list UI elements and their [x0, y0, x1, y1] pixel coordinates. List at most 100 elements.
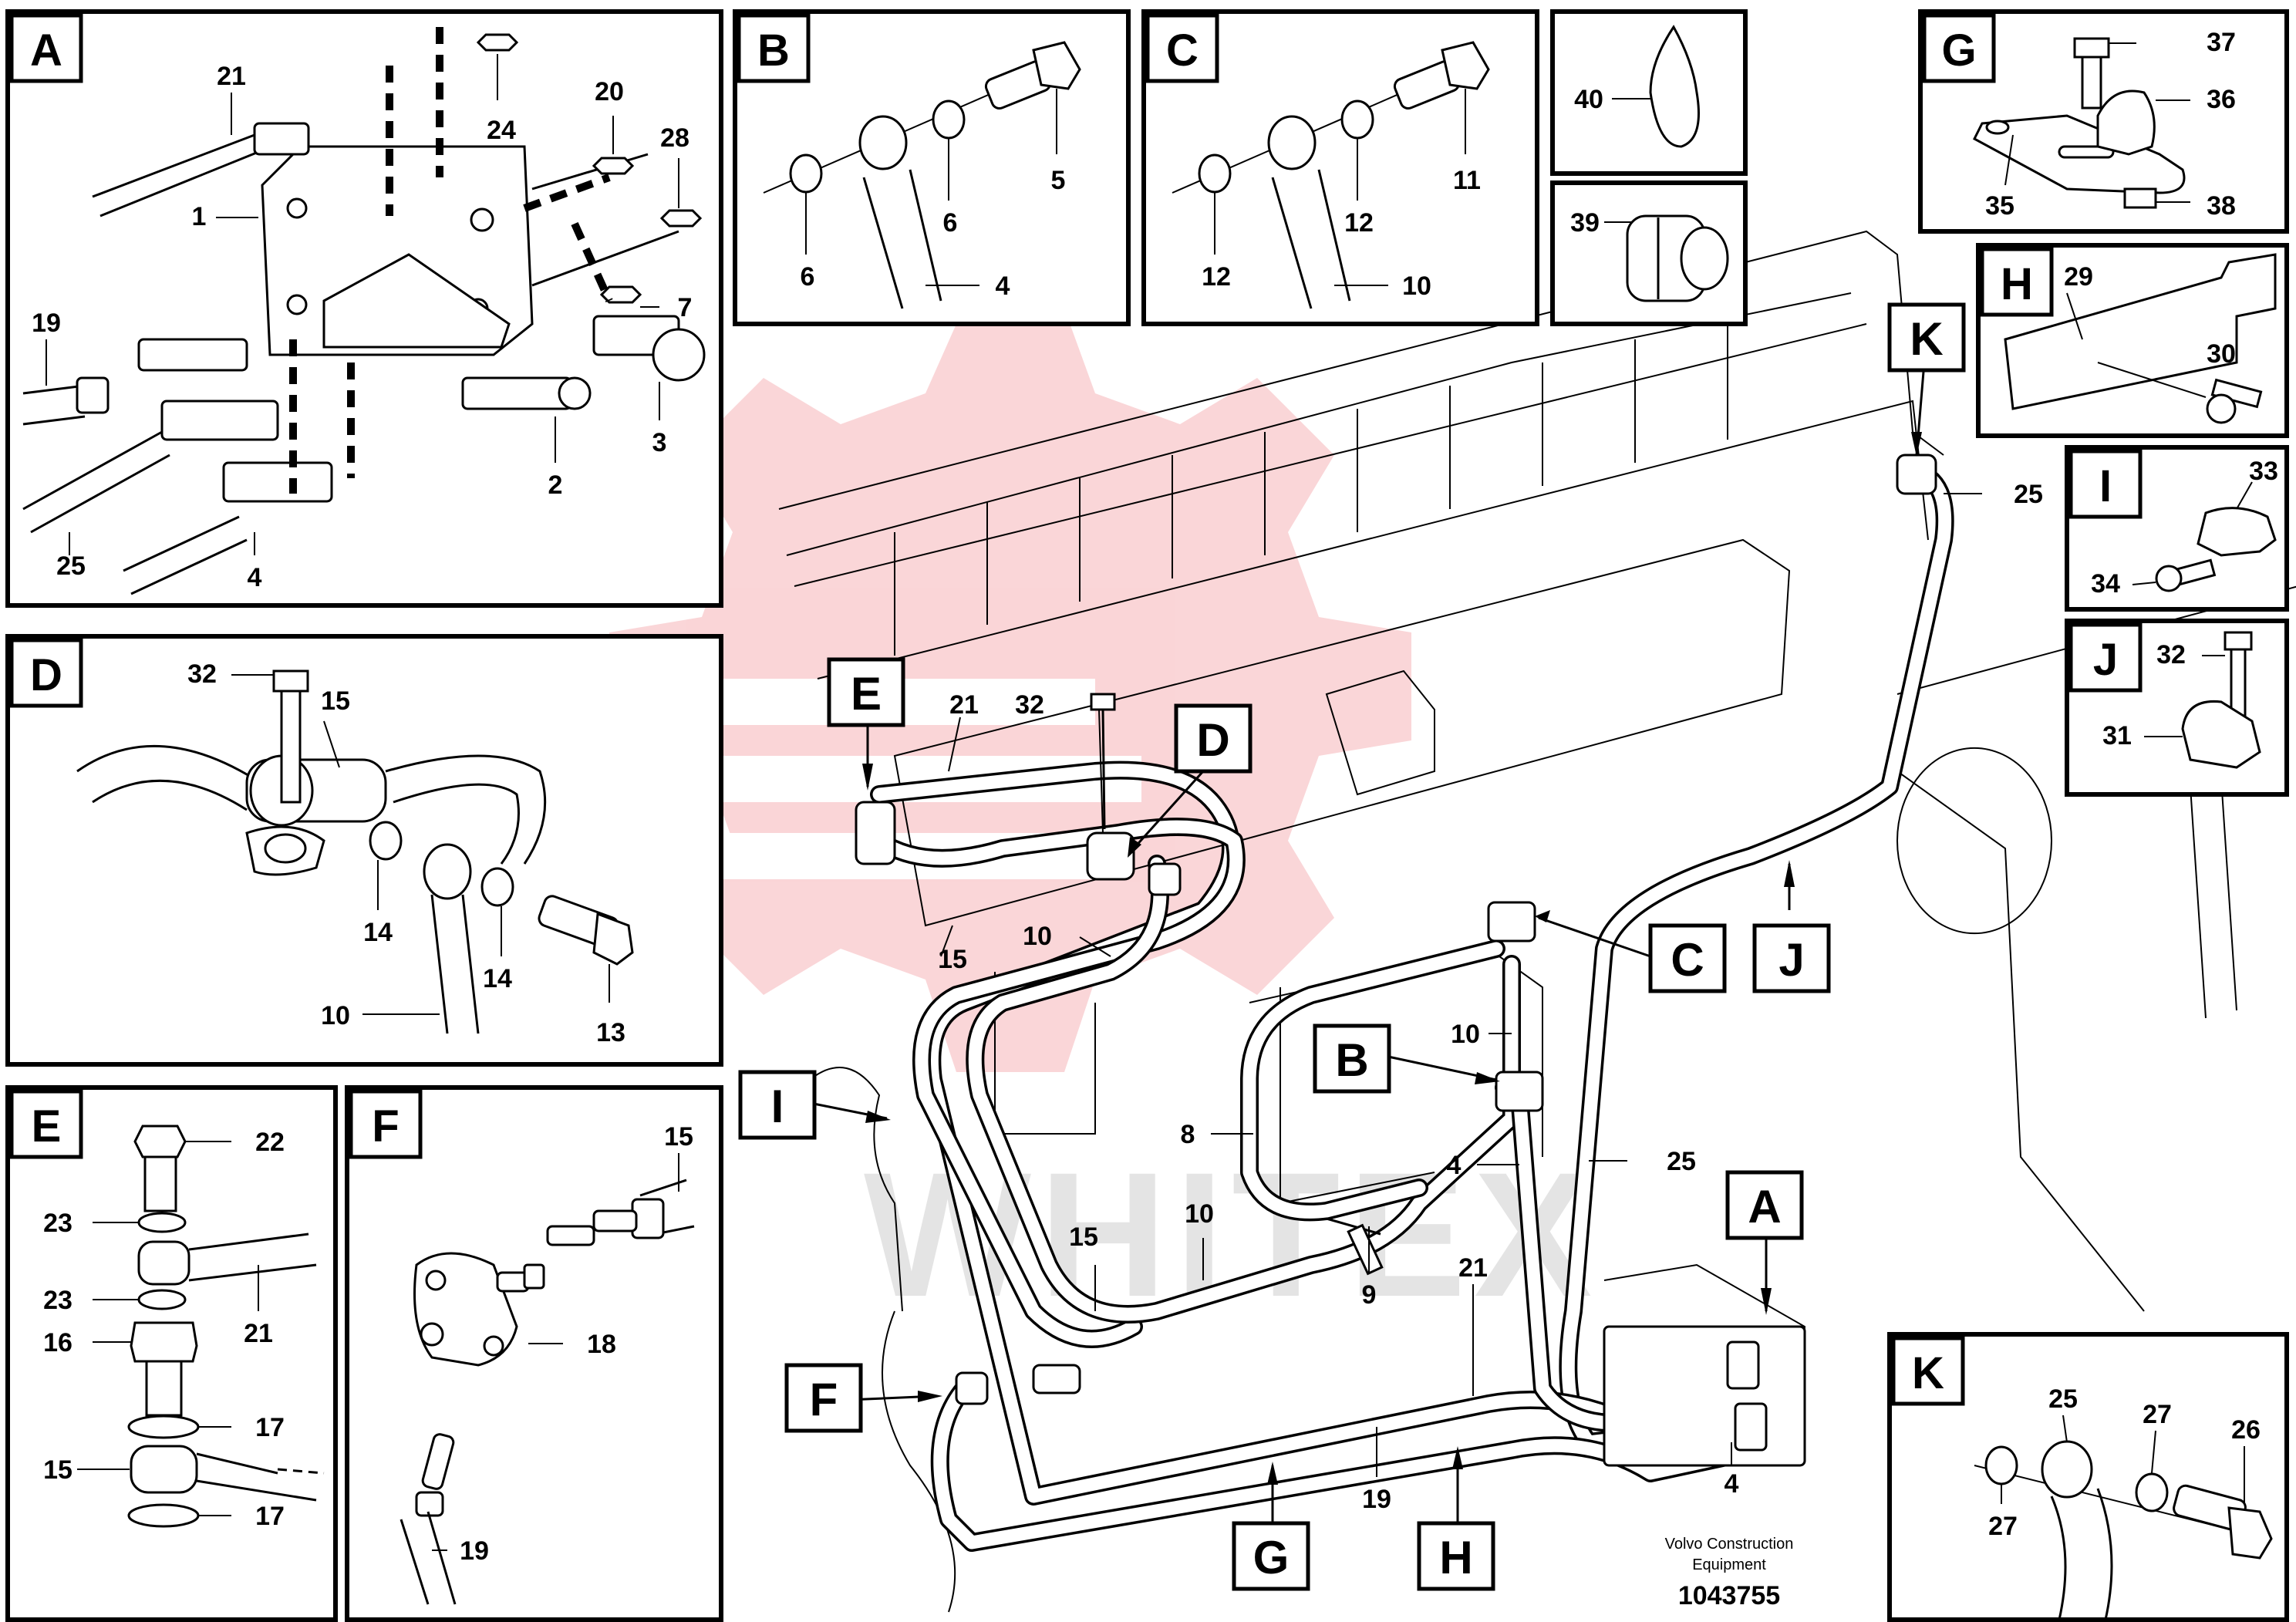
part-number-label: 31	[2102, 721, 2132, 750]
callout-A: A	[1748, 1181, 1781, 1233]
panel-H: H 29 30	[1976, 243, 2289, 438]
part-number-label: 10	[321, 1001, 350, 1030]
part-number-label: 28	[660, 123, 689, 153]
part-number-label: 25	[2014, 480, 2043, 509]
callout-H: H	[1439, 1532, 1472, 1583]
callout-K: K	[1910, 313, 1943, 365]
part-number-label: 13	[596, 1018, 625, 1047]
part-number-label: 37	[2207, 28, 2236, 57]
part-number-label: 21	[1458, 1253, 1488, 1283]
panel-A-letter: A	[30, 25, 62, 76]
panel-D-letter: D	[30, 650, 62, 700]
panel-C: C 11 12 12 10	[1141, 9, 1539, 326]
part-number-label: 17	[255, 1413, 285, 1442]
part-number-label: 21	[244, 1319, 273, 1348]
panel-G: G 37 36 35 38	[1918, 9, 2289, 234]
part-number-label: 32	[2156, 640, 2186, 669]
part-number-label: 32	[187, 659, 217, 689]
part-number-label: 29	[2064, 262, 2093, 292]
part-number-label: 35	[1985, 191, 2014, 221]
panel-cable-tie: 40	[1550, 9, 1748, 176]
part-number-label: 27	[2143, 1400, 2172, 1429]
panel-I-letter: I	[2099, 461, 2112, 511]
part-number-label: 18	[587, 1330, 616, 1359]
part-number-label: 21	[949, 690, 979, 720]
main-leaders	[809, 362, 1982, 1523]
part-number-label: 32	[1015, 690, 1044, 720]
part-number-label: 23	[43, 1209, 72, 1238]
part-number-label: 15	[1069, 1222, 1098, 1252]
panel-F-letter: F	[372, 1101, 399, 1152]
callout-C: C	[1671, 934, 1704, 986]
part-number-label: 19	[32, 309, 61, 338]
part-number-label: 15	[321, 686, 350, 716]
part-number-label: 36	[2207, 85, 2236, 114]
panel-H-letter: H	[2001, 259, 2033, 309]
panel-A: A	[5, 9, 723, 608]
part-number-label: 39	[1570, 208, 1600, 238]
part-number-label: Equipment	[1692, 1556, 1766, 1573]
panel-grommet: 39	[1550, 180, 1748, 326]
panel-I: I 33 34	[2065, 445, 2289, 612]
part-number-label: 25	[2048, 1384, 2078, 1414]
part-number-label: 7	[678, 293, 693, 322]
callout-E: E	[851, 668, 882, 720]
part-number-label: 4	[996, 271, 1010, 301]
panel-K: K 25 27 26 27	[1887, 1332, 2289, 1622]
panel-E: E 22 23 21 23 16 17 15 17	[5, 1085, 338, 1622]
panel-K-letter: K	[1912, 1348, 1944, 1398]
part-number-label: 11	[1453, 166, 1481, 195]
part-number-label: 15	[664, 1122, 693, 1152]
part-number-label: 3	[652, 428, 667, 457]
part-number-label: 24	[487, 116, 516, 145]
part-number-label: 10	[1451, 1020, 1480, 1049]
panel-B-letter: B	[757, 25, 790, 76]
part-number-label: 33	[2249, 457, 2278, 486]
part-number-label: 34	[2091, 569, 2120, 599]
part-number-label: 15	[43, 1455, 72, 1485]
part-number-label: 22	[255, 1128, 285, 1157]
part-number-label: 12	[1344, 208, 1374, 238]
callout-J: J	[1778, 934, 1804, 986]
callout-G: G	[1253, 1532, 1290, 1583]
part-number-label: 2	[548, 470, 563, 500]
part-number-label: 20	[595, 77, 624, 106]
part-number-label: 4	[248, 563, 262, 592]
part-number-label: 38	[2207, 191, 2236, 221]
part-number-label: 19	[1362, 1485, 1391, 1514]
part-number-label: 14	[483, 964, 512, 993]
part-number-label: 21	[217, 62, 246, 91]
panel-F: F 15 18 19	[345, 1085, 723, 1622]
part-number-label: 14	[363, 918, 393, 947]
part-number-label: 25	[1667, 1147, 1696, 1176]
part-number-label: 4	[1447, 1151, 1462, 1180]
panel-J-letter: J	[2093, 635, 2118, 685]
part-number-label: 23	[43, 1286, 72, 1315]
part-number-label: 8	[1181, 1120, 1195, 1149]
part-number-label: Volvo Construction	[1665, 1536, 1794, 1553]
callout-F: F	[810, 1374, 838, 1425]
part-number-label: 1	[192, 202, 207, 231]
panel-D: D 32 15 14 14 10 13	[5, 634, 723, 1067]
main-pipes	[855, 454, 1954, 1552]
part-number-label: 30	[2207, 339, 2236, 369]
part-number-label: 1043755	[1678, 1581, 1780, 1610]
panel-E-letter: E	[32, 1101, 62, 1152]
callout-D: D	[1196, 714, 1229, 766]
part-number-label: 4	[1725, 1469, 1739, 1499]
main-callouts: E D K C J B I A F G H	[738, 302, 1966, 1591]
part-number-label: 12	[1202, 262, 1231, 292]
part-number-label: 10	[1023, 922, 1052, 951]
panel-G-letter: G	[1941, 25, 1976, 76]
part-number-label: 40	[1574, 85, 1603, 114]
part-number-label: 27	[1988, 1512, 2018, 1541]
part-number-label: 25	[56, 551, 86, 581]
main-part-numbers: 21 32 25 15 10 10 8 4 25 15 10 9 21 19 4	[938, 480, 2043, 1514]
part-number-label: 10	[1402, 271, 1431, 301]
part-number-label: 10	[1185, 1199, 1214, 1229]
panel-B: B 5 6 6 4	[733, 9, 1131, 326]
watermark-logo	[609, 309, 1411, 1072]
part-number-label: 6	[801, 262, 815, 292]
panel-C-letter: C	[1166, 25, 1199, 76]
